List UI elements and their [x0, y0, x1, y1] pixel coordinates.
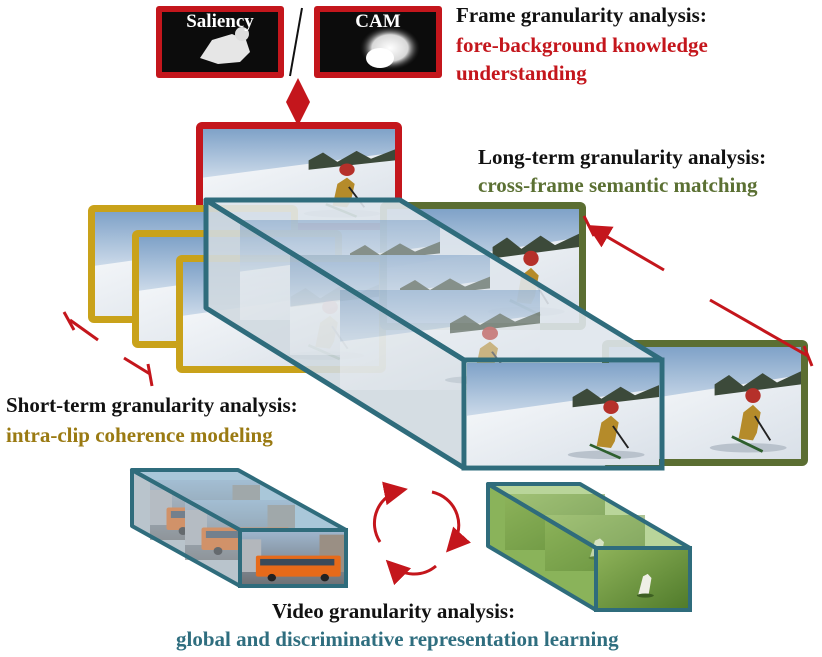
- video-granularity-title: Video granularity analysis:: [272, 599, 516, 623]
- short-term-title: Short-term granularity analysis:: [6, 393, 298, 417]
- cycle-arrows-icon: [372, 481, 471, 586]
- video-granularity-desc: global and discriminative representation…: [176, 627, 619, 651]
- short-term-span-arrows: [62, 311, 154, 387]
- long-term-span-arrows: [582, 215, 814, 367]
- cam-map: [314, 6, 442, 78]
- cam-title: CAM: [355, 11, 401, 32]
- video-cube-main: [203, 197, 665, 471]
- long-term-desc: cross-frame semantic matching: [478, 173, 758, 197]
- frame-granularity-desc-line1: fore-background knowledge: [456, 33, 708, 57]
- saliency-map: [156, 6, 284, 78]
- short-term-desc: intra-clip coherence modeling: [6, 423, 273, 447]
- frame-granularity-title: Frame granularity analysis:: [456, 3, 707, 27]
- saliency-title: Saliency: [186, 11, 254, 32]
- long-term-title: Long-term granularity analysis:: [478, 145, 767, 169]
- frame-granularity-desc-line2: understanding: [456, 61, 587, 85]
- map-separator-line: [289, 7, 303, 77]
- video-cube-grass: [486, 482, 692, 612]
- video-cube-bus: [130, 468, 348, 588]
